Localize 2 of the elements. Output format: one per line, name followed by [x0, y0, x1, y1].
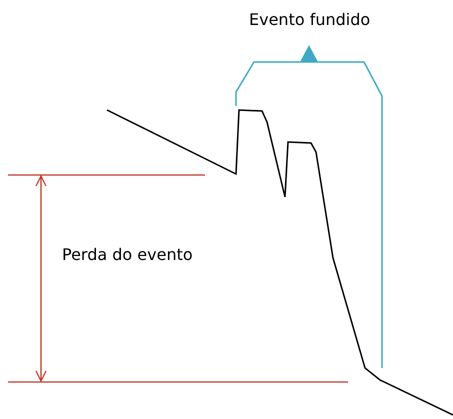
bracket-label: Evento fundido — [249, 10, 370, 30]
dimension-label: Perda do evento — [62, 245, 193, 265]
